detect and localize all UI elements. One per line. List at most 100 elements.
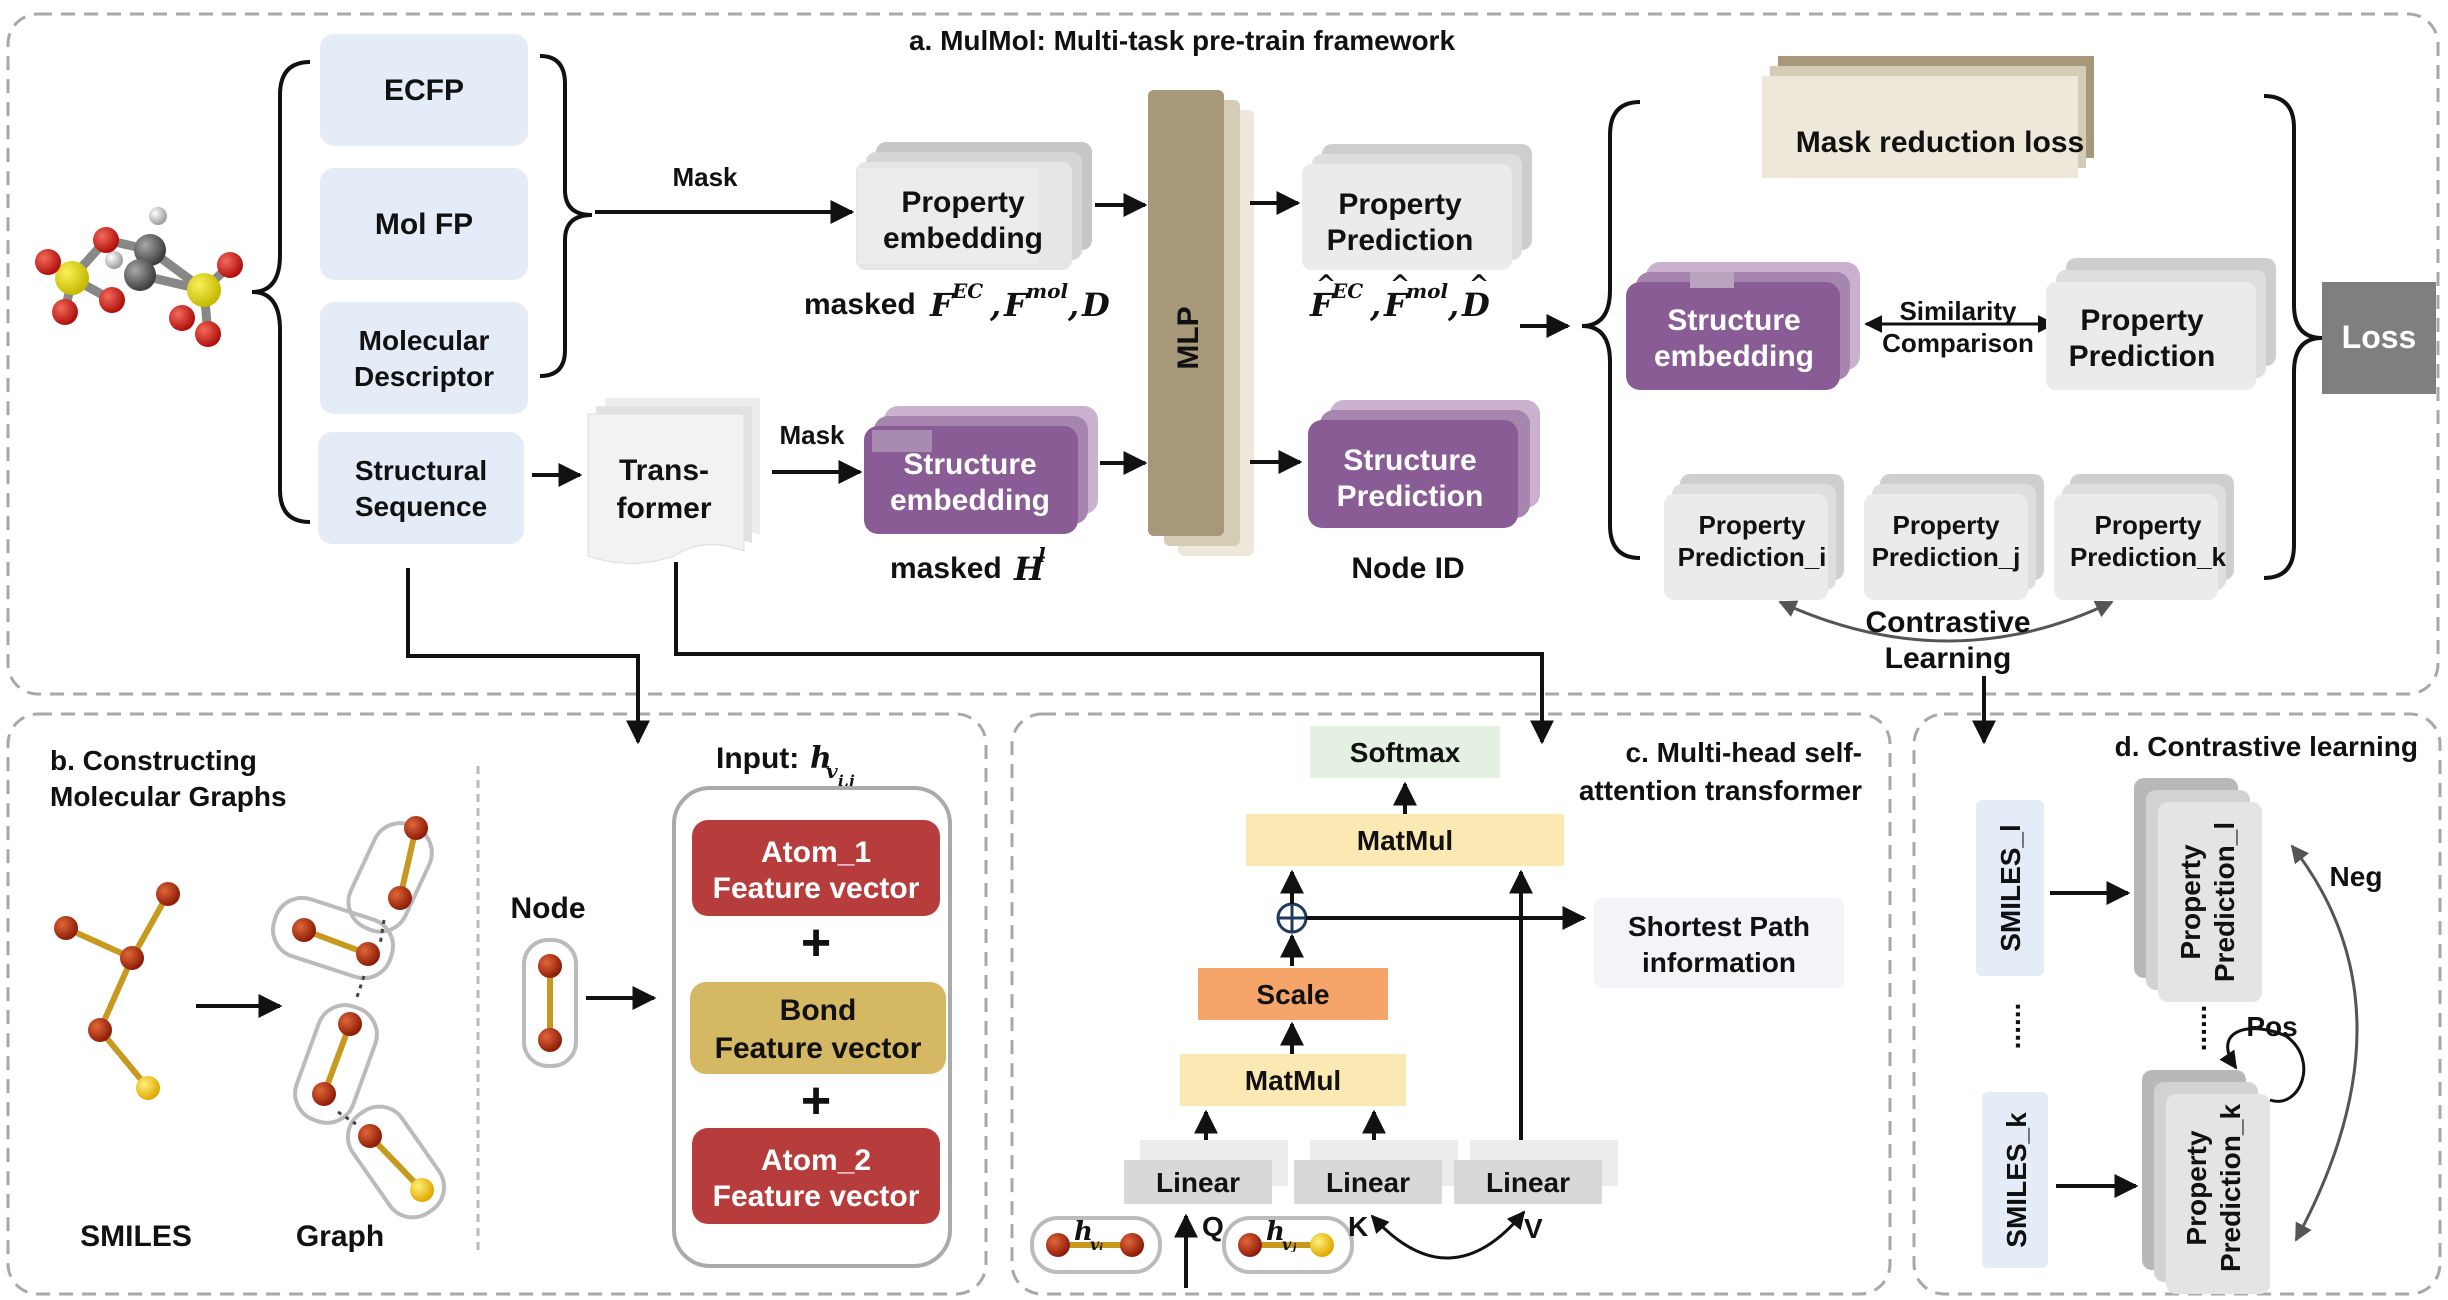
transformer-label-1: Trans- [619,454,709,487]
panel-b-title-2: Molecular Graphs [50,781,287,812]
ecfp-label: ECFP [384,74,464,107]
property-l-label-2: Prediction_l [2209,822,2240,982]
atom1-label-2: Feature vector [713,872,920,905]
molfp-box: Mol FP [320,168,528,280]
molecule-3d-icon [35,207,243,347]
comma-1: , [989,286,1001,324]
structure-embedding-label-1: Structure [903,448,1036,481]
panel-a-title: a. MulMol: Multi-task pre-train framewor… [909,25,1455,56]
atom2-label-main: Atom_2 [761,1144,871,1177]
contrastive-label: Contrastive [1865,606,2030,639]
smiles-molecule-graph [54,882,180,1100]
masked-h-label: masked H l [890,543,1046,588]
mask-label-bottom: Mask [779,420,845,450]
comma-4: , [1447,286,1459,324]
node-id-label: Node ID [1351,552,1464,585]
oplus-icon [1276,902,1308,934]
pred-mol-sup: mol [1406,279,1449,303]
dots-left: ...... [1995,1003,2026,1050]
pred-f-ec: F [1309,286,1335,324]
v-label: V [1524,1213,1543,1244]
panel-d-title: d. Contrastive learning [2115,731,2418,762]
fingerprint-right-brace [539,54,593,378]
property-j-label-2: Prediction_j [1872,542,2021,572]
property-prediction-right-label-2: Prediction [2069,340,2216,373]
loss-box: Loss [2322,282,2436,394]
property-prediction-label-2: Prediction [1327,224,1474,257]
similarity-label: Similarity [1899,296,2017,326]
pos-label: Pos [2246,1011,2297,1042]
panel-b-title: b. Constructing [50,745,257,776]
atom2-feature-box: Atom_1 Atom_2 Feature vector [692,1128,940,1224]
softmax-label: Softmax [1350,737,1461,768]
linear-k-label: Linear [1326,1167,1410,1198]
neg-label: Neg [2330,861,2383,892]
linear-q-box: Linear [1124,1140,1288,1204]
h-vj-h: h [1266,1217,1285,1247]
property-embedding-label-1: Property [901,186,1025,219]
property-prediction-box: Property Prediction [1302,144,1532,270]
property-k-right-label-2: Prediction_k [2215,1104,2246,1272]
smiles-l-label: SMILES_l [1995,824,2026,952]
property-embedding-box: Property embedding [856,142,1092,270]
property-l-label-1: Property [2175,844,2206,960]
input-header: Input: h v i,j [716,741,855,790]
pred-d: D [1461,286,1490,324]
hat-2: ^ [1390,269,1410,298]
h-vi-h: h [1074,1217,1093,1247]
feature-mol-sup: mol [1026,279,1069,303]
h-vi-token: h vᵢ [1030,1216,1162,1274]
comma-2: , [1067,286,1079,324]
smiles-k-label: SMILES_k [2001,1112,2032,1248]
feature-h: H [1013,550,1046,588]
bond-label-2: Feature vector [715,1032,922,1065]
property-i-label-1: Property [1699,510,1806,540]
plus-2: + [801,1072,831,1130]
bond-feature-box: Bond Feature vector [690,982,946,1074]
property-k-label-2: Prediction_k [2070,542,2227,572]
input-v: v [826,759,838,783]
property-prediction-label-1: Property [1338,188,1462,221]
panel-c-frame [1010,712,1892,1296]
property-j-label-1: Property [1893,510,2000,540]
property-prediction-right-box: Property Prediction [2046,258,2276,390]
structure-embedding-right-label-1: Structure [1667,304,1800,337]
feature-f-ec: F [929,286,955,324]
matmul-bottom-box: MatMul [1180,1054,1406,1106]
property-embedding-label-2: embedding [883,222,1043,255]
linear-k-box: Linear [1294,1140,1458,1204]
descriptor-label-1: Molecular [359,325,490,356]
molfp-label: Mol FP [375,208,473,241]
h-vj-token: h vⱼ [1222,1216,1354,1274]
node-pair-icon [522,938,578,1068]
masked-word-top: masked [804,288,916,321]
sequence-box: Structural Sequence [318,432,524,544]
neg-arc-arrow [2290,844,2359,1242]
h-vi-sub: vᵢ [1090,1235,1103,1254]
input-h: h [810,741,832,776]
h-vj-sub: vⱼ [1282,1235,1297,1254]
hat-1: ^ [1316,269,1336,298]
connector-transformer-to-panel-c [674,562,1554,745]
k-label: K [1348,1211,1368,1242]
smiles-k-box: SMILES_k [1982,1092,2048,1268]
structure-prediction-label-1: Structure [1343,444,1476,477]
pred-f-mol: F [1383,286,1409,324]
sequence-label-1: Structural [355,455,487,486]
property-i-label-2: Prediction_i [1678,542,1827,572]
property-prediction-right-label-1: Property [2080,304,2204,337]
structure-prediction-box: Structure Prediction [1308,400,1540,528]
shortest-path-label-2: information [1642,947,1796,978]
shortest-path-box: Shortest Path information [1594,898,1844,988]
descriptor-label-2: Descriptor [354,361,494,392]
k-v-curve [1370,1210,1526,1260]
property-prediction-i-box: Property Prediction_i [1664,474,1844,600]
panel-c-title: c. Multi-head self- [1626,737,1862,768]
mask-reduction-loss-box: Mask reduction loss [1762,56,2094,178]
smiles-l-box: SMILES_l [1976,800,2044,976]
linear-v-box: Linear [1454,1140,1618,1204]
contrastive-arc [1778,600,2114,643]
sequence-label-2: Sequence [355,491,487,522]
matmul-top-box: MatMul [1246,814,1564,866]
q-label: Q [1202,1211,1224,1242]
